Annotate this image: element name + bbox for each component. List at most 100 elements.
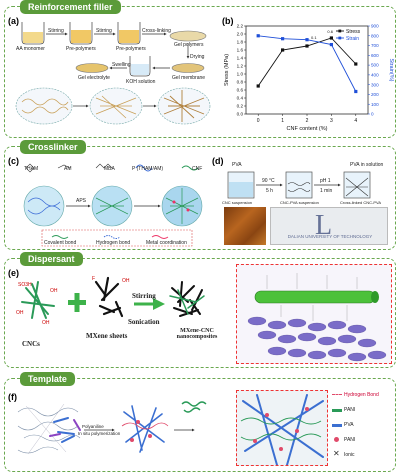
- legend-pani-2: PANI: [344, 437, 356, 443]
- y-tick-label: 0.6: [237, 88, 244, 93]
- cnc-cluster: SO3H OH OH OH: [16, 281, 58, 326]
- bond-metal: Metal coordination: [146, 240, 187, 246]
- cond-90c: 90 °C: [262, 178, 275, 184]
- legend-hydrogen-bond: Hydrogen Bond: [344, 392, 379, 398]
- beaker-aa-monomer: [21, 22, 45, 45]
- legend-pva-swatch: [332, 424, 342, 427]
- legend-molecules: [25, 163, 199, 173]
- step-gel-membrane: Gel membrane: [172, 75, 206, 81]
- legend-marker-stress: [338, 29, 342, 33]
- data-point-strain: [354, 89, 358, 94]
- section-crosslinker: [4, 146, 396, 250]
- y2-tick-label: 600: [371, 53, 379, 58]
- arrow-label-stirring-2: Stirring: [96, 28, 112, 34]
- legend-hbond-swatch: [332, 394, 342, 395]
- y-tick-label: 0.0: [237, 112, 244, 117]
- y-tick-label: 2.2: [237, 24, 244, 29]
- section-tag-dispersant: Dispersant: [20, 252, 83, 266]
- legend-p-tham-am: P (THAM/AM): [132, 166, 164, 172]
- panel-label-e: (e): [8, 268, 19, 278]
- label-cnc-pva: CNC-PVA suspension: [280, 200, 319, 205]
- beaker-pre-polymers-2: [117, 22, 141, 45]
- y2-tick-label: 300: [371, 82, 379, 87]
- y-tick-label: 1.6: [237, 48, 244, 53]
- cond-1min: 1 min: [320, 188, 333, 194]
- stress-strain-chart: 0.00.20.40.60.81.01.21.41.61.82.02.20100…: [224, 24, 394, 132]
- panel-label-d: (d): [212, 156, 224, 166]
- legend-ionic: Ionic: [344, 452, 355, 458]
- y2-tick-label: 900: [371, 24, 379, 29]
- step-gel-electrolyte: Gel electrolyte: [78, 75, 110, 81]
- data-point-strain: [281, 37, 285, 41]
- section-tag-template: Template: [20, 372, 75, 386]
- mxene-3d-render: [236, 264, 392, 364]
- beaker-koh: [129, 56, 151, 77]
- dish-gel-membrane: [171, 63, 205, 73]
- y-tick-label: 1.4: [237, 56, 244, 61]
- section-tag-crosslinker: Crosslinker: [20, 140, 86, 154]
- x-tick-label: 4: [354, 118, 357, 124]
- annotation-1: 0.6: [327, 29, 333, 34]
- arrow-label-aps: APS: [76, 198, 87, 204]
- y-tick-label: 0.4: [237, 96, 244, 101]
- x-tick-label: 2: [306, 118, 309, 124]
- x-axis-label: CNF content (%): [287, 126, 328, 132]
- cond-5h: 5 h: [266, 188, 273, 194]
- section-reinforcement: [4, 6, 396, 138]
- data-point-stress: [281, 48, 285, 52]
- university-logo-letter: L: [315, 210, 333, 241]
- legend-marker-strain: [338, 36, 342, 40]
- y-tick-label: 1.8: [237, 40, 244, 45]
- data-point-stress: [329, 36, 333, 40]
- template-render-illustration: [240, 394, 324, 465]
- pani-strands: [181, 401, 207, 413]
- panel-label-c: (c): [8, 156, 19, 166]
- legend-mba: MBA: [104, 166, 115, 172]
- panel-a-schematic: [15, 22, 211, 125]
- panel-e-schematic: SO3H OH OH OH OH F: [16, 276, 205, 326]
- svg-text:F: F: [92, 276, 95, 282]
- panel-label-b: (b): [222, 16, 234, 26]
- panel-f-schematic: [17, 401, 207, 455]
- label-pva-in-solution: PVA in solution: [350, 162, 384, 168]
- label-mxene-sheets: MXene sheets: [86, 332, 128, 340]
- annotation-0: 0.1: [311, 35, 317, 40]
- legend-pani: PANI: [344, 407, 356, 413]
- legend-label-stress: Stress: [346, 29, 361, 35]
- svg-text:OH: OH: [16, 310, 24, 316]
- arrow-label-swelling: Swelling: [112, 62, 131, 68]
- y-tick-label: 0.8: [237, 80, 244, 85]
- y2-tick-label: 100: [371, 102, 379, 107]
- data-point-stress: [305, 44, 309, 48]
- y-tick-label: 1.0: [237, 72, 244, 77]
- legend-am: AM: [64, 166, 72, 172]
- y2-tick-label: 500: [371, 63, 379, 68]
- dish-gel-electrolyte: [75, 63, 109, 73]
- data-point-strain: [256, 34, 260, 38]
- x-tick-label: 0: [257, 118, 260, 124]
- legend-pani-swatch: [332, 409, 342, 412]
- step-koh-solution: KOH solution: [126, 79, 156, 85]
- legend-tham: THAM: [24, 166, 39, 172]
- template-legend: Hydrogen Bond PANI PVA PANI ✕ Ionic: [332, 392, 392, 466]
- y2-axis-label: Strain(%): [388, 59, 394, 82]
- x-tick-label: 3: [330, 118, 333, 124]
- process-sonication: Sonication: [128, 318, 160, 326]
- arrow-label-crosslinking: Cross-linking: [142, 28, 171, 34]
- arrow-label-stirring-1: Stirring: [48, 28, 64, 34]
- data-point-strain: [329, 42, 333, 47]
- data-point-stress: [256, 84, 260, 88]
- step-pre-polymers-2: Pre-polymers: [116, 46, 146, 52]
- section-tag-reinforcement: Reinforcement filler: [20, 0, 121, 14]
- y2-tick-label: 700: [371, 43, 379, 48]
- photo-transparent-film: L DALIAN UNIVERSITY OF TECHNOLOGY: [270, 207, 388, 245]
- data-point-strain: [305, 38, 309, 42]
- section-dispersant: [4, 258, 396, 368]
- panel-c-schematic: [23, 163, 203, 247]
- beaker-pre-polymers: [69, 22, 93, 45]
- panel-label-f: (f): [8, 392, 17, 402]
- template-rods: [49, 417, 81, 443]
- network-illustration: [15, 87, 211, 125]
- section-template: [4, 378, 396, 472]
- label-cnc-suspension: CNC suspension: [222, 200, 253, 205]
